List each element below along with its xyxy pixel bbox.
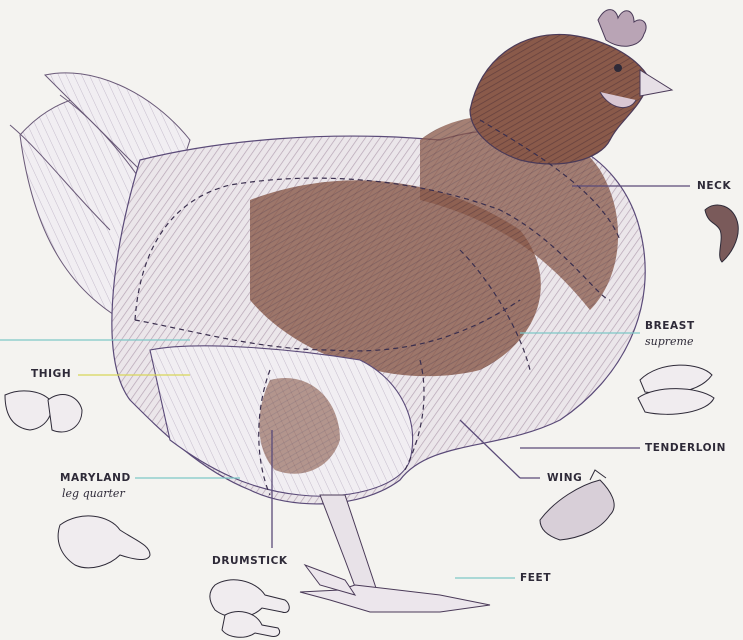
label-thigh: THIGH — [31, 368, 71, 380]
maryland-cut-icon — [58, 516, 150, 568]
label-drumstick: DRUMSTICK — [212, 555, 288, 567]
thigh-cut-icon — [5, 391, 82, 432]
label-maryland: MARYLAND — [60, 472, 131, 484]
drumstick-cut-icon — [210, 580, 290, 637]
label-maryland-sub: leg quarter — [62, 487, 125, 500]
neck-cut-icon — [705, 205, 738, 262]
label-breast-sub: supreme — [645, 335, 693, 348]
label-neck: NECK — [697, 180, 731, 192]
breast-cut-icon — [638, 365, 714, 414]
label-wing: WING — [547, 472, 582, 484]
label-tenderloin: TENDERLOIN — [645, 442, 726, 454]
label-feet: FEET — [520, 572, 551, 584]
label-breast: BREAST — [645, 320, 695, 332]
chicken-head — [470, 10, 672, 164]
